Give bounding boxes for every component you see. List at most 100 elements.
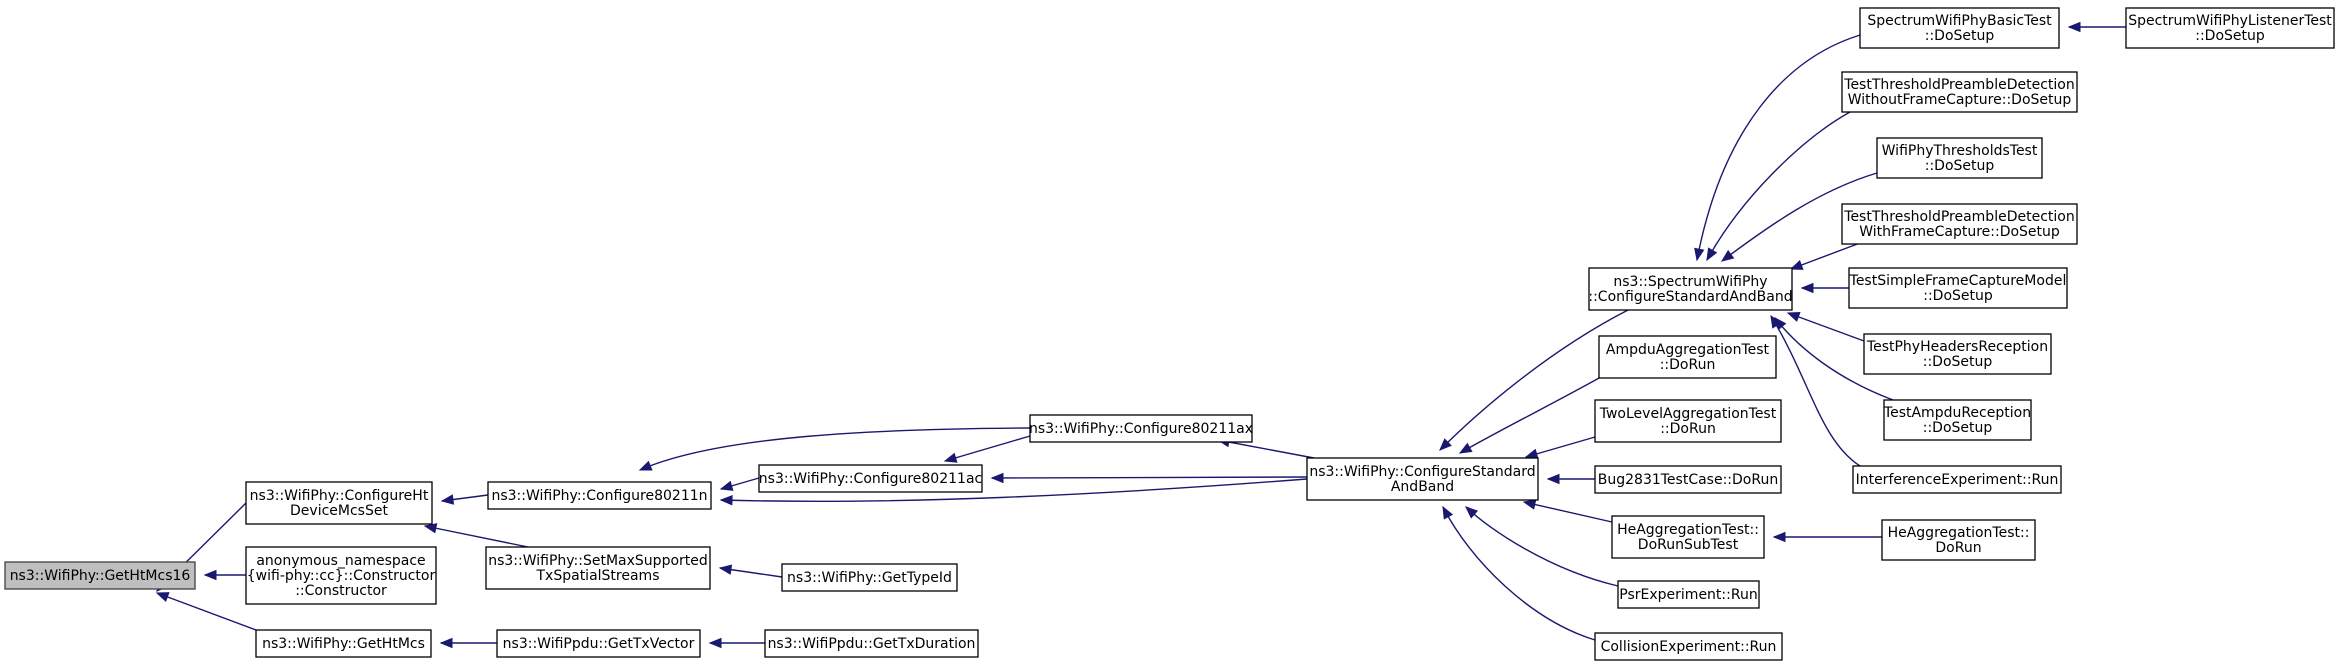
node-label-line: DeviceMcsSet [290, 503, 388, 519]
node-interferenceExp[interactable]: InterferenceExperiment::Run [1852, 465, 2062, 494]
node-label-line: ::DoRun [1660, 421, 1716, 437]
node-threshNoCapture[interactable]: TestThresholdPreambleDetectionWithoutFra… [1841, 71, 2078, 113]
node-setMaxStreams[interactable]: ns3::WifiPhy::SetMaxSupportedTxSpatialSt… [485, 546, 711, 590]
node-label-line: ::Constructor [295, 583, 387, 599]
node-label-line: TwoLevelAggregationTest [1599, 406, 1777, 422]
node-heAggRun[interactable]: HeAggregationTest::DoRun [1881, 519, 2036, 561]
node-label-line: TxSpatialStreams [536, 568, 660, 584]
edge-phyThresholds-to-specCfgStdBand [1720, 172, 1878, 262]
node-specBasic[interactable]: SpectrumWifiPhyBasicTest::DoSetup [1859, 7, 2060, 49]
edge-interferenceExp-to-specCfgStdBand [1770, 314, 1861, 467]
node-collisionExp[interactable]: CollisionExperiment::Run [1594, 632, 1783, 661]
node-cfg80211ac[interactable]: ns3::WifiPhy::Configure80211ac [758, 464, 983, 493]
edge-threshNoCapture-to-specCfgStdBand [1706, 111, 1851, 262]
edge-arrowhead [719, 480, 734, 491]
edge-line [1770, 315, 1861, 467]
node-getTxDuration[interactable]: ns3::WifiPpdu::GetTxDuration [764, 629, 979, 658]
node-threshCapture[interactable]: TestThresholdPreambleDetectionWithFrameC… [1841, 203, 2078, 245]
node-phyThresholds[interactable]: WifiPhyThresholdsTest::DoSetup [1876, 137, 2043, 179]
node-label-line: ::DoSetup [1925, 28, 1995, 44]
node-heAggSub[interactable]: HeAggregationTest::DoRunSubTest [1611, 515, 1765, 559]
edge-setMaxStreams-to-configureHtMcs [423, 523, 529, 548]
node-root: ns3::WifiPhy::GetHtMcs16 [4, 561, 196, 590]
node-phyHeaders[interactable]: TestPhyHeadersReception::DoSetup [1863, 333, 2052, 375]
edge-line [1465, 506, 1619, 587]
node-psrExp[interactable]: PsrExperiment::Run [1617, 580, 1760, 609]
node-simpleCapture[interactable]: TestSimpleFrameCaptureModel::DoSetup [1848, 267, 2068, 309]
nodes-layer: ns3::WifiPhy::GetHtMcs16 ns3::WifiPhy::Co… [4, 7, 2335, 661]
edge-arrowhead [203, 569, 217, 581]
node-box [1594, 632, 1783, 661]
node-label-line: ns3::WifiPhy::SetMaxSupported [488, 553, 708, 569]
edge-arrowhead [1465, 506, 1479, 519]
edge-line [424, 525, 529, 548]
edge-cfg80211ax-to-cfg80211n [638, 427, 1031, 471]
node-cfgStdBand[interactable]: ns3::WifiPhy::ConfigureStandardAndBand [1306, 457, 1539, 501]
node-box [485, 546, 711, 590]
node-box [1841, 203, 2078, 245]
node-cfg80211n[interactable]: ns3::WifiPhy::Configure80211n [487, 481, 712, 510]
node-cfg80211ax[interactable]: ns3::WifiPhy::Configure80211ax [1029, 414, 1253, 443]
edge-psrExp-to-cfgStdBand [1465, 506, 1619, 587]
node-box [487, 481, 712, 510]
node-anonCtor[interactable]: anonymous_namespace{wifi-phy::cc}::Const… [245, 546, 437, 605]
node-twoLevelAgg[interactable]: TwoLevelAggregationTest::DoRun [1594, 399, 1782, 443]
edge-line [720, 478, 1308, 502]
edge-arrowhead [718, 564, 733, 575]
node-label-line: ns3::WifiPhy::ConfigureHt [250, 488, 429, 504]
edge-line [1696, 29, 1881, 261]
edge-arrowhead [1546, 473, 1560, 485]
node-box [1859, 7, 2060, 49]
node-specListener[interactable]: SpectrumWifiPhyListenerTest::DoSetup [2125, 7, 2335, 49]
node-label-line: SpectrumWifiPhyListenerTest [2128, 13, 2332, 29]
node-label-line: TestThresholdPreambleDetection [1843, 209, 2074, 225]
edge-arrowhead [1439, 438, 1452, 451]
edge-cfgStdBand-to-cfg80211n [719, 478, 1308, 506]
node-label-line: PsrExperiment::Run [1619, 587, 1757, 603]
edge-line [1787, 312, 1865, 342]
node-label-line: ::DoSetup [1923, 420, 1993, 436]
edge-line [1790, 242, 1861, 270]
node-box [1306, 457, 1539, 501]
node-label-line: CollisionExperiment::Run [1601, 639, 1777, 655]
node-label-line: InterferenceExperiment::Run [1856, 472, 2059, 488]
edge-line [1523, 501, 1613, 523]
edge-arrowhead [155, 592, 170, 602]
node-label-line: HeAggregationTest:: [1617, 522, 1759, 538]
node-label-line: HeAggregationTest:: [1888, 525, 2030, 541]
node-getTypeId[interactable]: ns3::WifiPhy::GetTypeId [781, 563, 958, 592]
edge-arrowhead [638, 460, 653, 471]
node-box [1881, 519, 2036, 561]
node-getTxVector[interactable]: ns3::WifiPpdu::GetTxVector [496, 629, 701, 658]
node-label-line: ::DoSetup [2195, 28, 2265, 44]
node-ampduAggTest[interactable]: AmpduAggregationTest::DoRun [1598, 335, 1777, 379]
node-label-line: ns3::WifiPhy::GetTypeId [787, 570, 952, 586]
node-ampduReception[interactable]: TestAmpduReception::DoSetup [1883, 399, 2032, 441]
node-label-line: AmpduAggregationTest [1606, 342, 1770, 358]
edge-specCfgStdBand-to-cfgStdBand [1439, 309, 1629, 451]
node-box [1848, 267, 2068, 309]
node-box [1883, 399, 2032, 441]
node-box [1617, 580, 1760, 609]
node-label-line: SpectrumWifiPhyBasicTest [1867, 13, 2052, 29]
node-box [1588, 267, 1793, 311]
node-label-line: Bug2831TestCase::DoRun [1598, 472, 1778, 488]
edge-heAggRun-to-heAggSub [1772, 531, 1882, 543]
edge-line [639, 427, 1031, 471]
node-label-line: WithFrameCapture::DoSetup [1859, 224, 2060, 240]
node-label-line: ns3::WifiPpdu::GetTxDuration [768, 636, 976, 652]
node-label-line: DoRunSubTest [1638, 537, 1739, 553]
node-label-line: ::DoSetup [1925, 158, 1995, 174]
edge-getHtMcs-to-root [155, 592, 257, 631]
node-specCfgStdBand[interactable]: ns3::SpectrumWifiPhy::ConfigureStandardA… [1588, 267, 1793, 311]
node-bug2831[interactable]: Bug2831TestCase::DoRun [1594, 465, 1782, 494]
node-box [1594, 465, 1782, 494]
edge-cfg80211ax-to-cfg80211ac [943, 435, 1031, 463]
node-getHtMcs[interactable]: ns3::WifiPhy::GetHtMcs [255, 629, 432, 658]
node-label-line: ::DoSetup [1923, 288, 1993, 304]
edge-arrowhead [1524, 448, 1539, 459]
node-label-line: ::DoSetup [1923, 354, 1993, 370]
edge-line [1459, 377, 1600, 454]
node-label-line: ns3::WifiPhy::Configure80211ac [759, 471, 982, 487]
